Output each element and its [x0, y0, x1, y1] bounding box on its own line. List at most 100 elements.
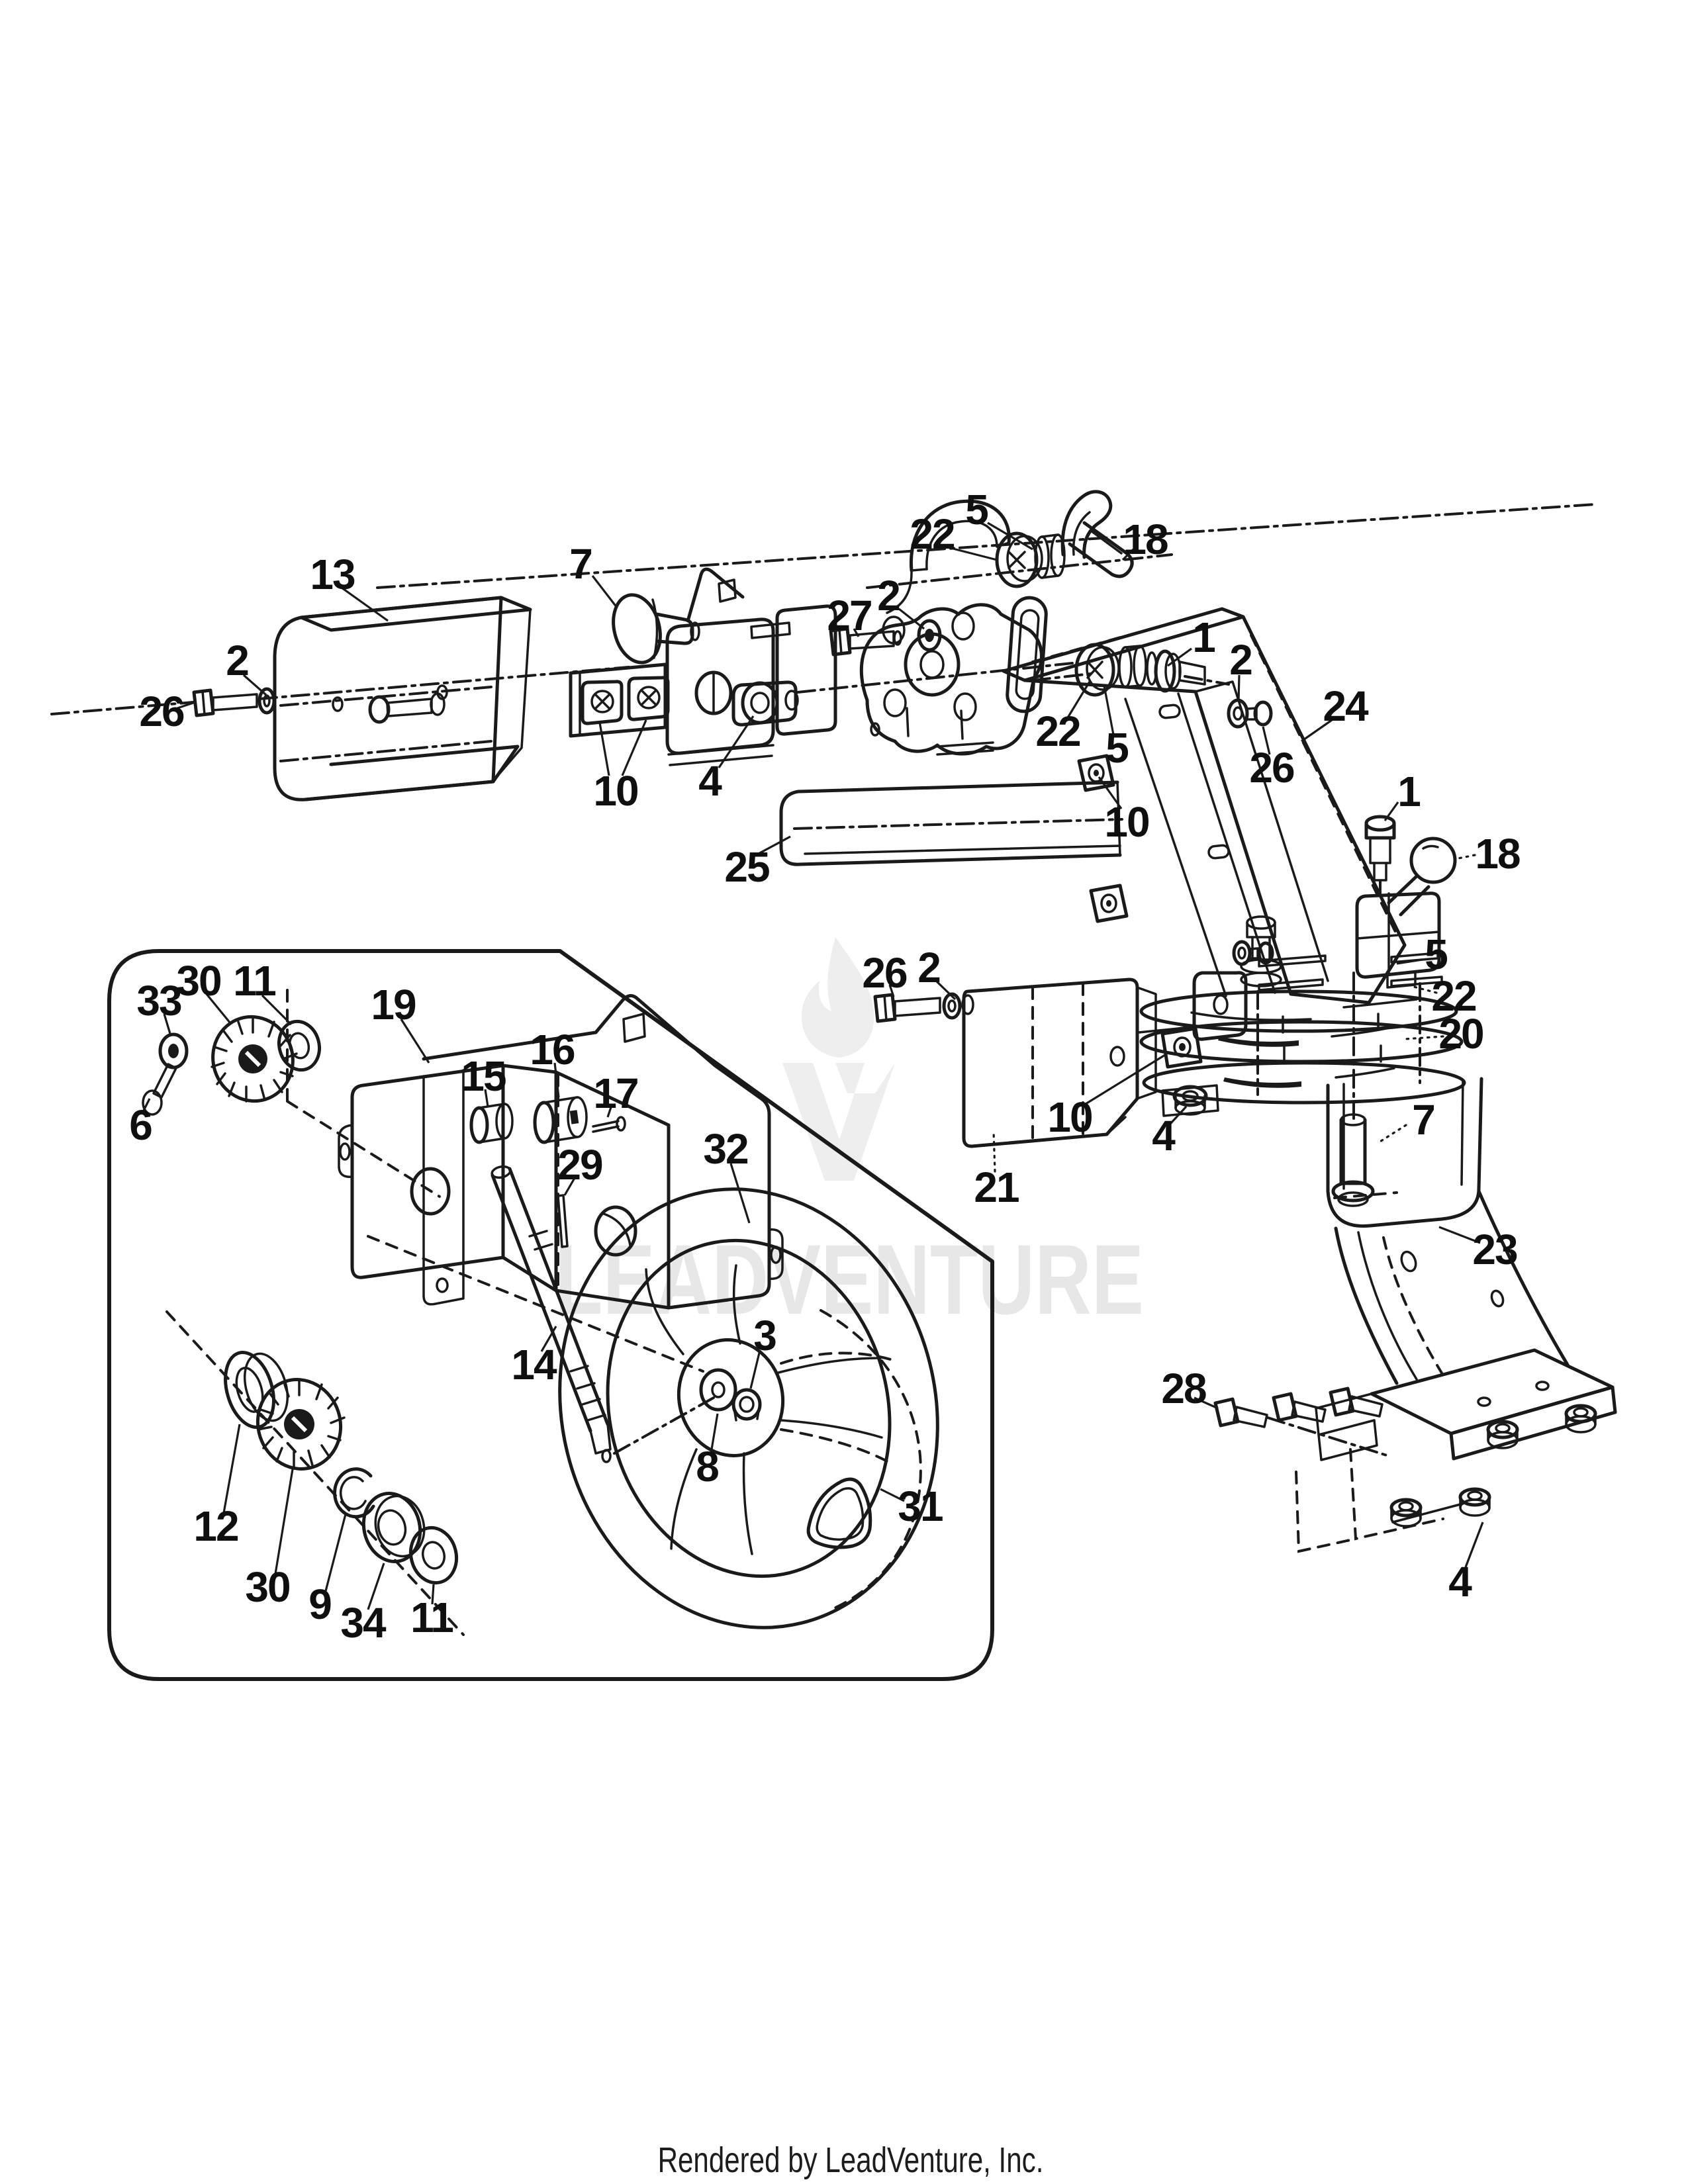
- leader-line-7: [591, 575, 618, 608]
- callout-2: 2: [877, 572, 900, 619]
- leader-line-1: [1167, 647, 1192, 667]
- leader-line-11: [261, 994, 293, 1026]
- leadventure-watermark: LEADVENTURE: [555, 937, 1144, 1335]
- leader-line-5: [987, 522, 1033, 551]
- callout-23: 23: [1472, 1226, 1517, 1273]
- leader-line-30: [205, 993, 232, 1024]
- callout-6: 6: [129, 1101, 152, 1149]
- leader-line-22: [945, 545, 998, 561]
- leader-line-13: [341, 586, 389, 622]
- callout-11: 11: [233, 957, 275, 1005]
- bolt-26-washer-2-left: [192, 687, 276, 717]
- footer-text: Rendered by LeadVenture, Inc.: [658, 2140, 1044, 2180]
- callout-2: 2: [917, 944, 940, 991]
- leader-line-30: [274, 1469, 294, 1574]
- callout-5: 5: [1105, 724, 1128, 772]
- callout-7: 7: [1412, 1096, 1434, 1144]
- callout-26: 26: [1249, 744, 1294, 792]
- callout-33: 33: [136, 977, 181, 1024]
- frame-24: [1002, 607, 1407, 1005]
- leader-line-2: [898, 608, 925, 630]
- leader-line-12: [222, 1424, 241, 1514]
- callout-10: 10: [593, 767, 637, 815]
- leader-line-7: [1376, 1124, 1407, 1145]
- leader-line-5: [1103, 685, 1115, 735]
- callout-26: 26: [862, 949, 907, 997]
- callout-13: 13: [310, 551, 355, 598]
- callout-7: 7: [569, 540, 592, 588]
- pivot-plate: [859, 596, 1048, 756]
- callout-28: 28: [1161, 1365, 1206, 1412]
- leader-line-34: [367, 1563, 385, 1610]
- leader-line-26: [1262, 726, 1271, 755]
- v-logo-icon: [782, 1063, 895, 1181]
- steering-wheel: [558, 1187, 939, 1629]
- leader-line-26: [888, 984, 895, 997]
- knob-7-clamp: [612, 593, 700, 664]
- callout-10: 10: [1047, 1093, 1092, 1141]
- leader-line-16: [553, 1062, 560, 1098]
- part-13-steering-cover: [273, 596, 532, 801]
- channel-25: [779, 780, 1122, 866]
- leader-line-9: [324, 1514, 347, 1592]
- shaft-14: [491, 1165, 612, 1463]
- callout-4: 4: [698, 757, 722, 805]
- leader-line-5: [1396, 958, 1423, 965]
- callout-27: 27: [827, 592, 871, 639]
- callout-22: 22: [1035, 707, 1080, 755]
- gear-set-top: [142, 989, 441, 1198]
- leader-line-24: [1301, 719, 1333, 743]
- leader-line-22: [1410, 985, 1438, 994]
- leader-line-22: [1066, 681, 1091, 719]
- leader-line-10: [1098, 776, 1123, 809]
- callout-29: 29: [557, 1141, 602, 1189]
- leader-line-6: [142, 1098, 151, 1113]
- callout-4: 4: [1448, 1558, 1472, 1606]
- callout-4: 4: [1152, 1112, 1176, 1160]
- leader-line-28: [1194, 1396, 1219, 1410]
- flame-icon: [801, 937, 874, 1058]
- leader-line-4: [1169, 1105, 1188, 1125]
- leader-line-15: [484, 1089, 489, 1107]
- callout-18: 18: [1475, 830, 1520, 878]
- callout-22: 22: [1431, 972, 1476, 1020]
- watermark-text: LEADVENTURE: [555, 1224, 1144, 1335]
- leader-line-33: [163, 1013, 171, 1034]
- callout-12: 12: [193, 1502, 238, 1550]
- callout-5: 5: [965, 486, 988, 533]
- callout-26: 26: [139, 688, 184, 735]
- leader-line-4: [1464, 1522, 1484, 1568]
- flange-nut: [1389, 1498, 1423, 1527]
- centerlines: [50, 503, 1597, 1457]
- callout-19: 19: [371, 981, 416, 1028]
- leader-line-14: [540, 1326, 557, 1352]
- callout-15: 15: [461, 1052, 506, 1100]
- flange-nut: [1564, 1404, 1597, 1433]
- leader-line-4: [718, 715, 755, 768]
- callout-21: 21: [974, 1163, 1019, 1211]
- flange-nut: [1458, 1487, 1491, 1517]
- clamp-assembly: [569, 567, 837, 766]
- callout-1: 1: [1192, 614, 1215, 661]
- callout-30: 30: [245, 1563, 289, 1611]
- block-21: [873, 971, 1248, 1148]
- gear-set-bottom: [165, 1235, 704, 1636]
- callout-30: 30: [176, 957, 220, 1005]
- leader-line-2: [242, 674, 267, 696]
- callout-32: 32: [703, 1125, 748, 1173]
- leader-line-31: [880, 1488, 905, 1502]
- callout-5: 5: [1425, 931, 1447, 978]
- leader-line-11: [431, 1584, 435, 1605]
- leader-line-21: [992, 1130, 996, 1173]
- callout-14: 14: [511, 1341, 557, 1388]
- leader-line-18: [1121, 548, 1135, 561]
- lever-18-assembly: [1355, 815, 1457, 989]
- footer: Rendered by LeadVenture, Inc.: [658, 2140, 1044, 2180]
- leader-line-27: [853, 628, 860, 637]
- leader-line-8: [710, 1413, 719, 1454]
- callout-24: 24: [1323, 682, 1369, 730]
- callout-25: 25: [724, 843, 769, 891]
- leader-line-10: [598, 722, 610, 776]
- callout-31: 31: [898, 1482, 943, 1530]
